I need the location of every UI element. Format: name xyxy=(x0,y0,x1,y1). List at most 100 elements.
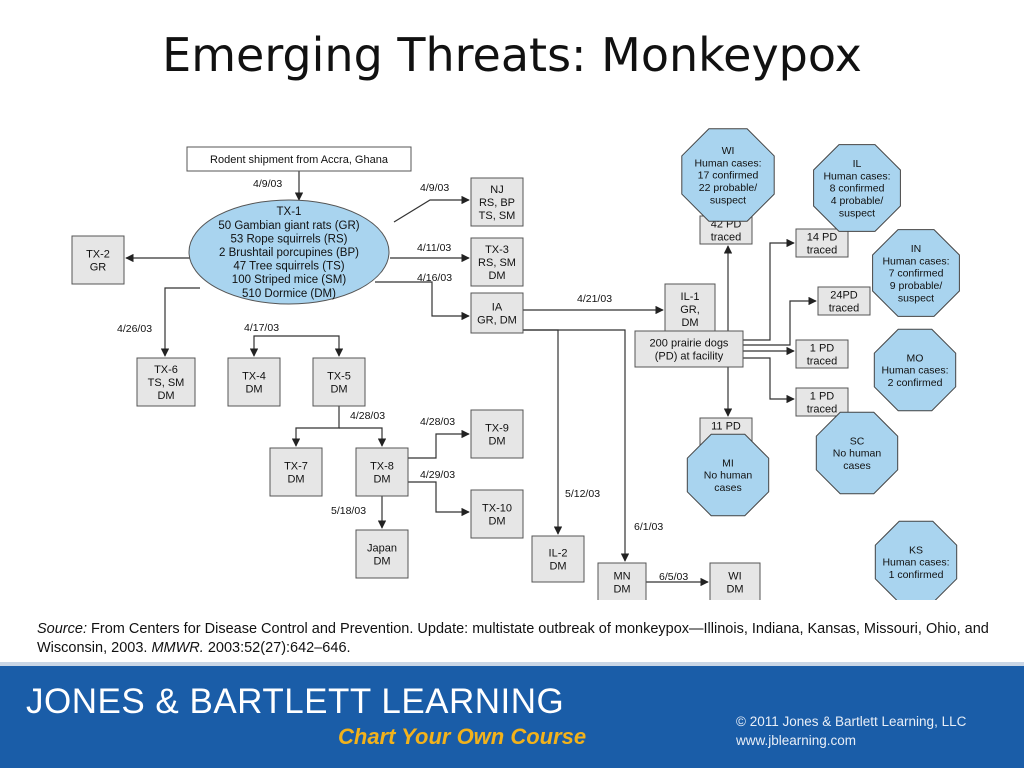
node-tx5-line-1: DM xyxy=(330,383,347,395)
state-ks-line-0: KS xyxy=(909,544,923,556)
date-label-mn: 6/1/03 xyxy=(634,521,663,533)
node-pd xyxy=(634,330,744,368)
state-wi-line-0: WI xyxy=(722,145,735,157)
website-link[interactable]: www.jblearning.com xyxy=(736,733,857,748)
state-in-octagon xyxy=(872,229,960,317)
node-tx2-line-0: TX-2 xyxy=(86,248,110,260)
node-pd14-line-0: 14 PD xyxy=(807,231,838,243)
connector-4 xyxy=(375,281,470,321)
connector-6 xyxy=(249,335,300,357)
node-tx6-line-2: DM xyxy=(157,390,174,402)
node-tx4 xyxy=(227,357,281,407)
date-label-ia: 4/16/03 xyxy=(417,272,452,284)
node-pd1a xyxy=(795,339,849,369)
node-ia-line-1: GR, DM xyxy=(477,314,517,326)
connector-8 xyxy=(291,406,340,447)
node-mn-line-0: MN xyxy=(613,570,630,582)
publisher-tagline: Chart Your Own Course xyxy=(338,724,587,749)
node-tx6-line-0: TX-6 xyxy=(154,364,178,376)
node-tx3 xyxy=(470,237,524,287)
node-tx4-line-1: DM xyxy=(245,383,262,395)
node-tx8-line-1: DM xyxy=(373,473,390,485)
connector-11 xyxy=(408,481,470,517)
connector-22 xyxy=(743,357,795,404)
node-il1-line-2: DM xyxy=(681,317,698,329)
node-japan-line-0: Japan xyxy=(367,542,397,554)
copyright-text: © 2011 Jones & Bartlett Learning, LLC xyxy=(736,714,967,729)
node-tx1-line-4: 47 Tree squirrels (TS) xyxy=(233,261,344,273)
connector-5 xyxy=(160,287,200,357)
node-pd14-line-1: traced xyxy=(807,244,838,256)
node-tx8-line-0: TX-8 xyxy=(370,460,394,472)
state-mi-line-0: MI xyxy=(722,457,734,469)
footer-stripe xyxy=(0,662,1024,666)
node-tx6-line-1: TS, SM xyxy=(148,377,185,389)
source-label: Source: xyxy=(37,621,87,637)
connector-20 xyxy=(743,296,817,346)
date-label-shipment: 4/9/03 xyxy=(253,178,282,190)
state-wi-octagon xyxy=(681,128,775,222)
state-wi-line-4: suspect xyxy=(710,194,746,206)
source-text-2: 2003:52(27):642–646. xyxy=(203,640,351,656)
node-tx8 xyxy=(355,447,409,497)
source-text-1: From Centers for Disease Control and Pre… xyxy=(37,621,989,656)
node-mn-line-1: DM xyxy=(613,583,630,595)
node-pd11-line-0: 11 PD xyxy=(711,420,741,432)
node-pd24 xyxy=(817,286,871,316)
state-wi-line-1: Human cases: xyxy=(694,157,761,169)
node-tx5 xyxy=(312,357,366,407)
state-in-line-2: 7 confirmed xyxy=(889,268,944,280)
node-tx1-line-6: 510 Dormice (DM) xyxy=(242,288,336,300)
node-nj-line-1: RS, BP xyxy=(479,197,515,209)
state-il-octagon xyxy=(813,144,901,232)
state-mi-octagon xyxy=(686,433,770,517)
state-mo-line-0: MO xyxy=(907,352,924,364)
state-sc-line-1: No human xyxy=(833,448,882,460)
node-il1-line-0: IL-1 xyxy=(681,291,700,303)
state-ks-line-1: Human cases: xyxy=(882,557,949,569)
connector-10 xyxy=(408,429,470,459)
node-il1 xyxy=(664,283,716,335)
node-il1-line-1: GR, xyxy=(680,304,700,316)
connector-9 xyxy=(339,427,387,447)
date-label-wi2: 6/5/03 xyxy=(659,571,688,583)
node-tx1-line-1: 50 Gambian giant rats (GR) xyxy=(218,220,359,232)
state-sc-octagon xyxy=(815,411,899,495)
node-shipment xyxy=(186,146,412,172)
source-journal: MMWR. xyxy=(151,640,204,656)
node-shipment-label: Rodent shipment from Accra, Ghana xyxy=(210,154,389,166)
node-japan-line-1: DM xyxy=(373,555,390,567)
node-tx3-line-1: RS, SM xyxy=(478,257,516,269)
node-tx9-line-1: DM xyxy=(488,435,505,447)
node-ia-line-0: IA xyxy=(492,301,503,313)
state-wi-line-3: 22 probable/ xyxy=(699,182,757,194)
node-tx4-line-0: TX-4 xyxy=(242,370,266,382)
connector-15 xyxy=(523,329,630,562)
node-tx7-line-1: DM xyxy=(287,473,304,485)
slide-title: Emerging Threats: Monkeypox xyxy=(162,28,862,82)
date-label-japan: 5/18/03 xyxy=(331,505,366,517)
date-label-tx6: 4/26/03 xyxy=(117,323,152,335)
state-il-line-2: 8 confirmed xyxy=(830,183,885,195)
node-tx1-line-3: 2 Brushtail porcupines (BP) xyxy=(219,247,359,259)
state-il-line-1: Human cases: xyxy=(823,170,890,182)
node-pd42-line-1: traced xyxy=(711,231,742,243)
state-in-line-1: Human cases: xyxy=(882,255,949,267)
node-pd-line-1: (PD) at facility xyxy=(655,350,724,362)
connector-14 xyxy=(523,329,563,535)
node-tx9-line-0: TX-9 xyxy=(485,422,509,434)
state-in-line-3: 9 probable/ xyxy=(890,280,943,292)
diagram-edges xyxy=(125,171,817,587)
state-mo-line-1: Human cases: xyxy=(881,365,948,377)
node-wi2 xyxy=(709,562,761,600)
state-in-line-4: suspect xyxy=(898,292,934,304)
node-pd1b xyxy=(795,387,849,417)
connector-2 xyxy=(393,195,470,223)
date-label-tx7: 4/28/03 xyxy=(350,410,385,422)
state-wi-line-2: 17 confirmed xyxy=(698,170,759,182)
date-label-tx9: 4/28/03 xyxy=(420,416,455,428)
node-tx2-line-1: GR xyxy=(90,261,107,273)
node-tx7 xyxy=(269,447,323,497)
